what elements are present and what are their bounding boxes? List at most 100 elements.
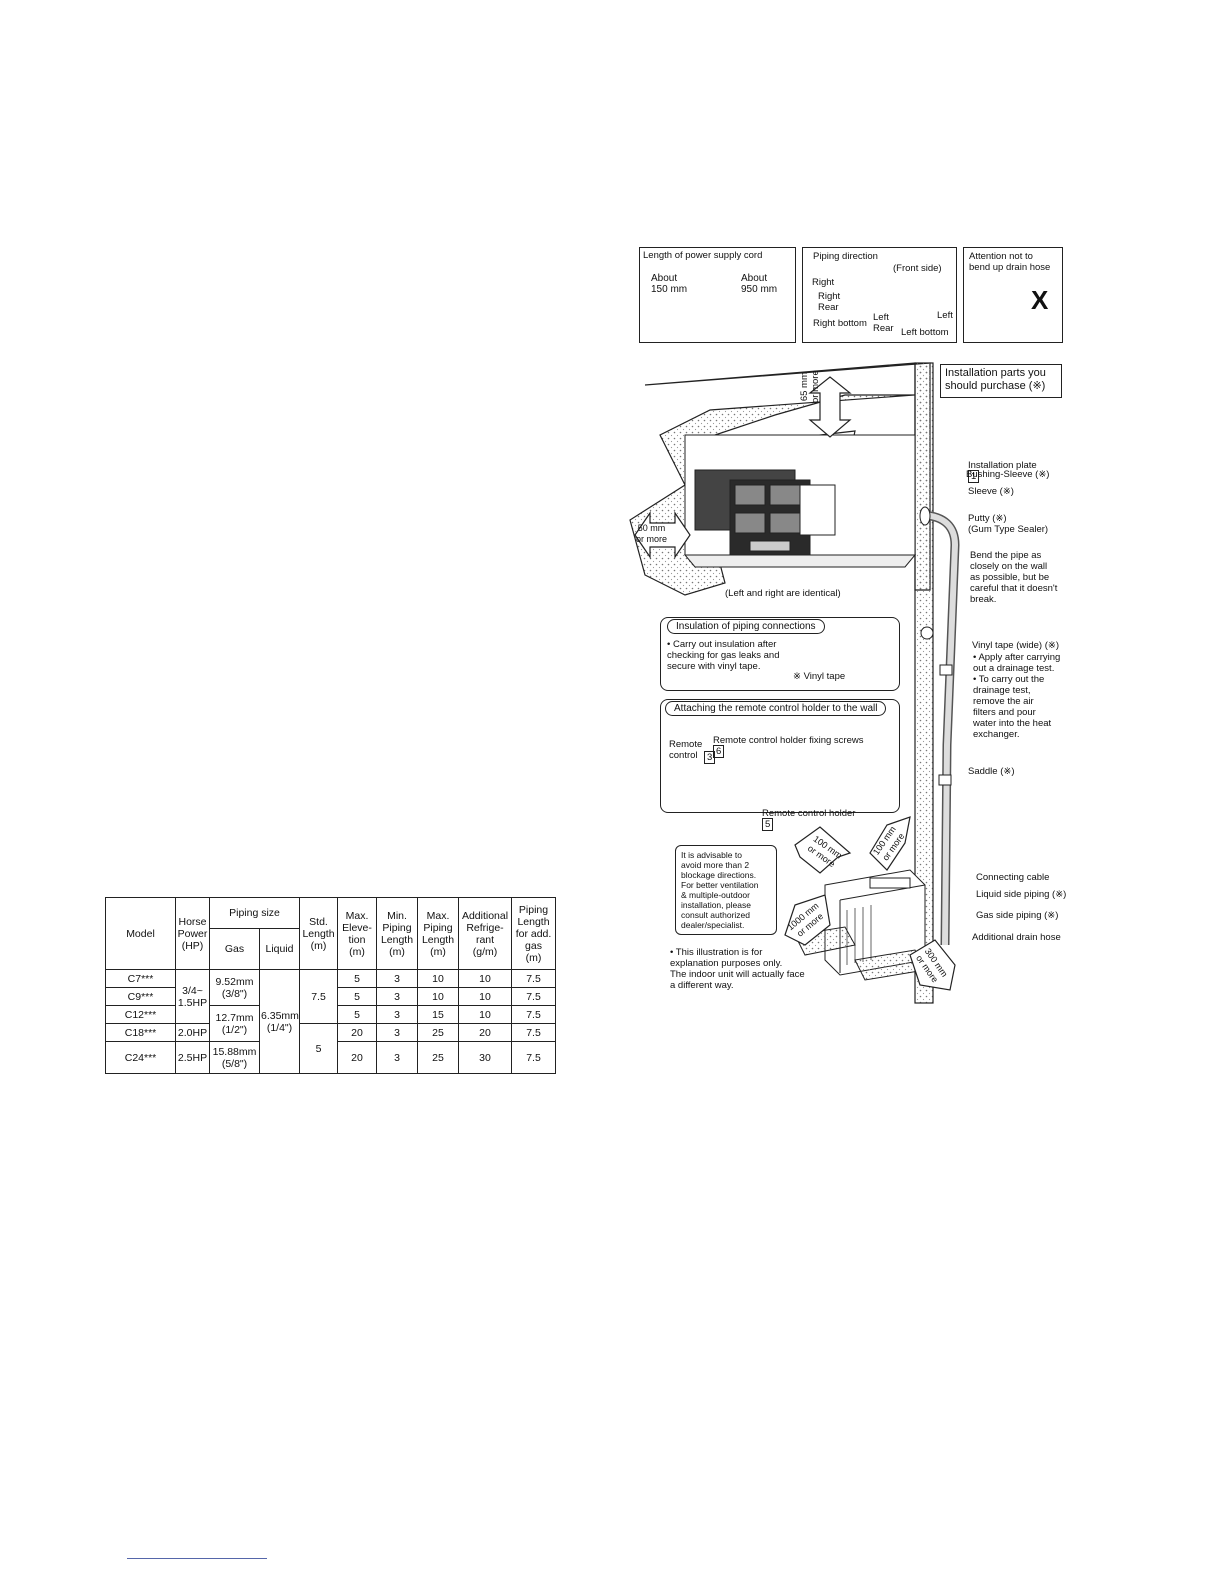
saddle-label: Saddle (※) [968, 766, 1015, 777]
remote-control-label: Remote control [669, 739, 703, 761]
connecting-cable-label: Connecting cable [976, 872, 1050, 883]
putty-label: Putty (※) (Gum Type Sealer) [968, 513, 1049, 535]
piping-direction-box [802, 247, 957, 343]
cell-hp: 2.0HP [175, 1023, 210, 1042]
vinyl-tape-notes: • Apply after carrying out a drainage te… [973, 652, 1061, 740]
cell-hp: 2.5HP [175, 1041, 210, 1074]
installation-plate-label: Installation plate 1 [968, 449, 1037, 483]
remote-holder-label: Remote control holder 5 [762, 797, 856, 831]
cell-min-pipe: 3 [376, 1041, 418, 1074]
cell-max-elev: 20 [337, 1041, 377, 1074]
cell-model: C18*** [105, 1023, 176, 1042]
clearance-arrows [634, 376, 852, 559]
installation-plate-num: 1 [968, 470, 980, 483]
remote-holder-box [660, 699, 900, 813]
cell-model: C12*** [105, 1005, 176, 1024]
cell-max-elev: 5 [337, 1005, 377, 1024]
table-row: C9*** 5 3 10 10 7.5 [105, 987, 556, 1006]
piping-left-rear: Left Rear [873, 312, 894, 334]
piping-left-bottom: Left bottom [901, 327, 949, 338]
cell-add-ref: 20 [458, 1023, 512, 1042]
cell-add-ref: 10 [458, 969, 512, 988]
header-piping-size: Piping size [209, 897, 300, 929]
remote-control-num: 3 [704, 751, 716, 764]
cell-add-gas-len: 7.5 [511, 969, 556, 988]
cell-gas: 15.88mm (5/8") [209, 1041, 260, 1074]
cell-add-ref: 30 [458, 1041, 512, 1074]
cell-max-pipe: 10 [417, 969, 459, 988]
drain-hose-x-mark: X [1031, 285, 1049, 315]
cell-add-gas-len: 7.5 [511, 987, 556, 1006]
cell-add-gas-len: 7.5 [511, 1041, 556, 1074]
remote-screws-num: 6 [713, 745, 725, 758]
cell-model: C24*** [105, 1041, 176, 1074]
cell-min-pipe: 3 [376, 1023, 418, 1042]
piping-direction-title: Piping direction [813, 251, 878, 262]
cell-max-elev: 20 [337, 1023, 377, 1042]
footer-rule [127, 1558, 267, 1559]
sleeve-label: Sleeve (※) [968, 486, 1014, 497]
advisory-box [675, 845, 777, 935]
cell-add-ref: 10 [458, 987, 512, 1006]
clearance-top-label: 65 mm or more [799, 370, 821, 403]
cell-max-elev: 5 [337, 987, 377, 1006]
vinyl-tape-wide-label: Vinyl tape (wide) (※) [972, 640, 1059, 651]
cell-min-pipe: 3 [376, 987, 418, 1006]
cell-max-pipe: 25 [417, 1023, 459, 1042]
power-cord-right: About 950 mm [741, 273, 778, 295]
cell-max-elev: 5 [337, 969, 377, 988]
drain-hose-box [963, 247, 1063, 343]
cell-add-gas-len: 7.5 [511, 1005, 556, 1024]
table-row: C12*** 12.7mm (1/2") 5 3 15 10 7.5 [105, 1005, 556, 1042]
piping-right-bottom: Right bottom [813, 318, 867, 329]
piping-right-rear: Right Rear [818, 291, 841, 313]
bushing-sleeve-label: Bushing-Sleeve (※) [966, 469, 1050, 480]
drain-hose-label: Additional drain hose [972, 932, 1061, 943]
header-model: Model [105, 897, 176, 970]
pipe-run [919, 506, 960, 946]
cell-max-pipe: 25 [417, 1041, 459, 1074]
cell-add-gas-len: 7.5 [511, 1023, 556, 1042]
header-max-elevation: Max. Eleve- tion (m) [337, 897, 377, 970]
outdoor-clearance-arrows [784, 816, 956, 991]
cell-add-ref: 10 [458, 1005, 512, 1024]
remote-screws-text: Remote control holder fixing screws [713, 735, 864, 746]
bend-pipe-label: Bend the pipe as closely on the wall as … [970, 550, 1058, 605]
cell-max-pipe: 10 [417, 987, 459, 1006]
piping-front-side: (Front side) [893, 263, 942, 274]
table-row: C7*** 3/4~ 1.5HP 9.52mm (3/8") 6.35mm (1… [105, 969, 556, 1074]
power-cord-title: Length of power supply cord [643, 250, 763, 261]
cell-liquid: 6.35mm (1/4") [259, 969, 300, 1074]
indoor-unit [683, 434, 917, 568]
clearance-side-label: 50 mm or more [636, 523, 668, 544]
purchase-parts-box [940, 364, 1062, 398]
remote-holder-text: Remote control holder [762, 808, 856, 819]
cell-std-length: 5 [299, 1023, 338, 1074]
table-row: C18*** 2.0HP 5 20 3 25 20 7.5 [105, 1023, 556, 1074]
power-cord-left: About 150 mm [651, 273, 688, 295]
cell-hp: 3/4~ 1.5HP [175, 969, 210, 1024]
header-std-length: Std. Length (m) [299, 897, 338, 970]
liquid-side-label: Liquid side piping (※) [976, 889, 1067, 900]
cell-gas: 12.7mm (1/2") [209, 1005, 260, 1042]
insulation-title: Insulation of piping connections [667, 619, 825, 634]
illustration-note: • This illustration is for explanation p… [670, 947, 805, 991]
header-liquid: Liquid [259, 928, 300, 970]
remote-holder-title: Attaching the remote control holder to t… [665, 701, 887, 716]
insulation-vinyl-label: ※ Vinyl tape [793, 671, 846, 682]
table-row: C24*** 2.5HP 15.88mm (5/8") 20 3 25 30 7… [105, 1041, 556, 1074]
insulation-text: • Carry out insulation after checking fo… [667, 639, 780, 672]
installation-illustration [629, 264, 1031, 1004]
header-horse-power: Horse Power (HP) [175, 897, 210, 970]
remote-screws-label: Remote control holder fixing screws 6 [713, 724, 864, 758]
drain-hose-title: Attention not to bend up drain hose [969, 251, 1051, 273]
header-min-piping: Min. Piping Length (m) [376, 897, 418, 970]
header-add-refrigerant: Additional Refrige- rant (g/m) [458, 897, 512, 970]
piping-right: Right [812, 277, 835, 288]
power-cord-box [639, 247, 796, 343]
cell-min-pipe: 3 [376, 1005, 418, 1024]
cell-std-length: 7.5 [299, 969, 338, 1024]
cell-model: C9*** [105, 987, 176, 1006]
header-add-gas-length: Piping Length for add. gas (m) [511, 897, 556, 970]
cell-min-pipe: 3 [376, 969, 418, 988]
